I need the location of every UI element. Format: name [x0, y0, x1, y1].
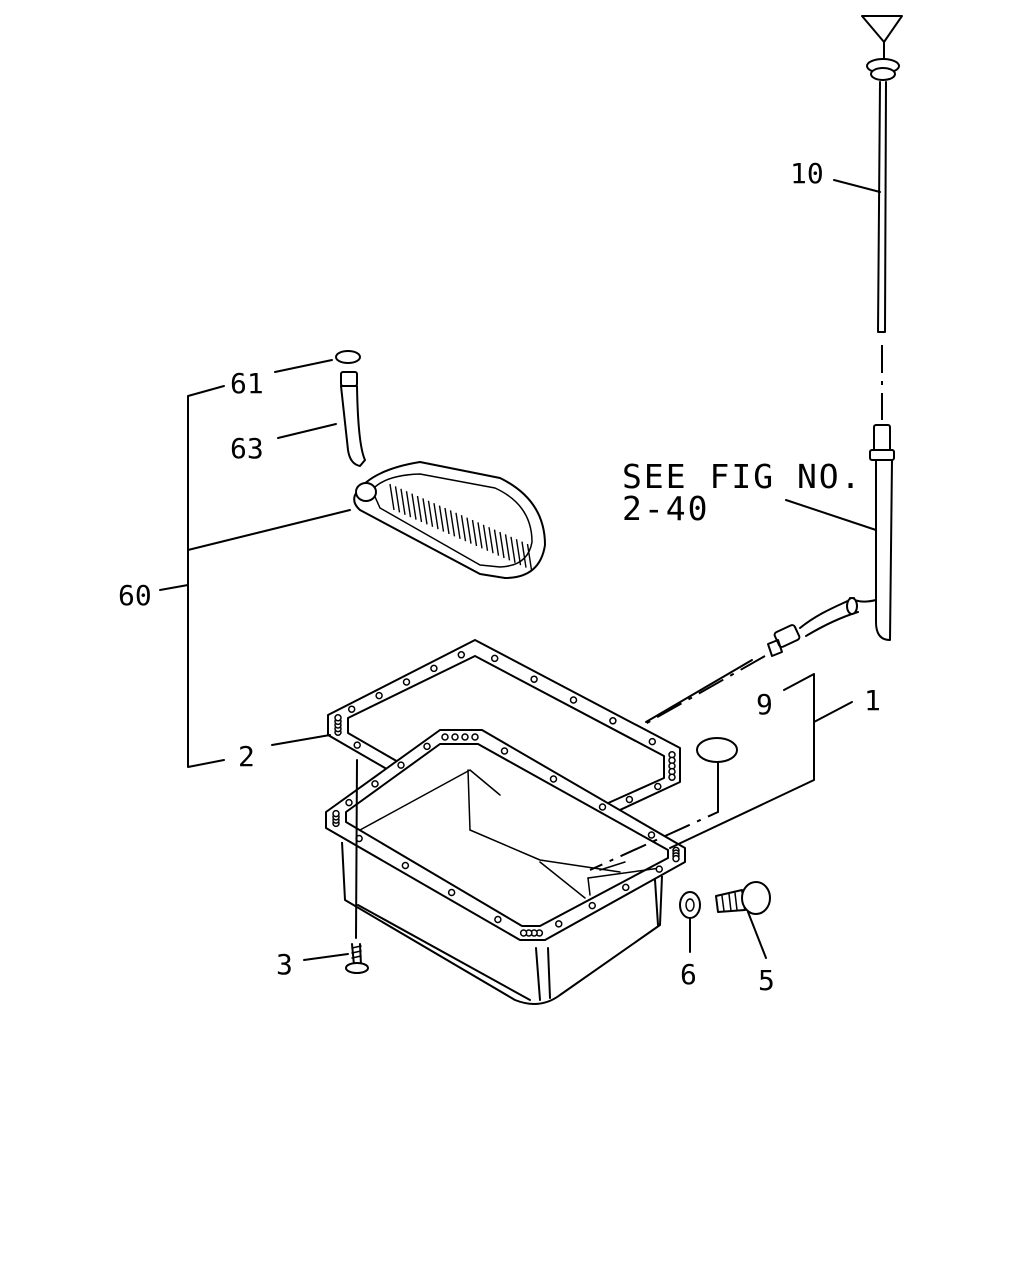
callout-6: 6 [680, 958, 697, 991]
dipstick-part [861, 15, 903, 333]
mesh-line [389, 483, 395, 511]
callout-5: 5 [758, 964, 775, 997]
mesh-line [444, 507, 450, 535]
bolt-hole [441, 733, 449, 741]
bolt-hole [490, 654, 499, 663]
reference-note: SEE FIG NO. 2-40 [622, 457, 863, 528]
bolt-hole [451, 733, 459, 741]
drain-plug-part [715, 881, 771, 915]
bolt-hole [555, 920, 563, 928]
bolt-hole [655, 865, 663, 873]
callout-1: 1 [864, 684, 881, 717]
mesh-line [515, 539, 522, 566]
oil-pan-part [325, 729, 686, 1005]
mesh-line [433, 503, 439, 530]
callout-labels: 10 61 63 60 2 9 1 3 6 5 [118, 157, 881, 997]
bolt-hole [375, 691, 383, 700]
bolt-hole [430, 664, 438, 673]
bolt-hole [598, 803, 607, 811]
leader-lines [159, 179, 881, 961]
bolt-hole [500, 747, 509, 755]
bolt-hole [332, 809, 340, 818]
bolt-hole [423, 742, 431, 751]
mesh-line [482, 524, 489, 551]
mesh-line [394, 486, 401, 513]
mesh-line [427, 500, 434, 527]
bolt-hole [397, 761, 405, 769]
bolt-hole [549, 775, 558, 783]
mesh-line [510, 536, 516, 563]
mesh-line [499, 531, 505, 559]
oil-strainer-part [353, 461, 546, 579]
strainer-pipe-part [340, 371, 366, 467]
mesh-line [477, 522, 483, 549]
callout-60: 60 [118, 579, 152, 612]
oil-pan-bolt-part [345, 759, 369, 974]
drain-hole-plug-part [696, 737, 738, 763]
mesh-line [400, 488, 406, 515]
bolt-hole [402, 678, 411, 686]
strainer-mesh [389, 483, 533, 571]
mesh-line [526, 543, 533, 571]
mesh-line [466, 517, 472, 544]
mesh-line [411, 493, 417, 520]
mesh-line [488, 527, 494, 554]
reference-note-line2: 2-40 [622, 489, 709, 528]
pan-flange-bolt-holes [332, 733, 680, 937]
mesh-line [521, 541, 527, 568]
mesh-line [416, 495, 423, 523]
callout-2: 2 [238, 740, 255, 773]
reference-note-line1: SEE FIG NO. [622, 457, 863, 496]
mesh-line [455, 512, 461, 539]
callout-63: 63 [230, 432, 264, 465]
bolt-hole [609, 717, 617, 725]
bolt-hole [457, 651, 466, 659]
callout-3: 3 [276, 948, 293, 981]
bolt-hole [401, 861, 410, 870]
drain-plug-washer-part [679, 891, 701, 919]
bolt-hole [471, 733, 479, 741]
bolt-hole [625, 795, 634, 804]
callout-9: 9 [756, 688, 773, 721]
mesh-line [449, 510, 456, 537]
bolt-hole [668, 773, 676, 781]
bolt-hole [494, 915, 502, 924]
bolt-hole [461, 733, 469, 741]
bolt-hole [353, 741, 361, 749]
mesh-line [405, 491, 412, 518]
mesh-line [460, 515, 467, 542]
bolt-hole [647, 831, 656, 839]
mesh-line [493, 529, 500, 556]
bolt-hole [447, 888, 456, 897]
callout-61: 61 [230, 367, 264, 400]
bolt-hole [569, 696, 578, 704]
mesh-line [504, 534, 511, 561]
bolt-hole [334, 714, 342, 722]
mesh-line [471, 519, 478, 547]
dipstick-guide-tube [767, 424, 895, 657]
bolt-hole [654, 782, 662, 791]
bolt-hole [371, 780, 379, 788]
bolt-hole [622, 883, 630, 892]
bolt-hole [648, 737, 657, 746]
bolt-hole [347, 705, 356, 713]
bolt-hole [519, 929, 528, 937]
bolt-hole [672, 854, 680, 863]
bolt-hole [588, 901, 596, 910]
bolt-hole [345, 798, 353, 807]
o-ring-part [335, 350, 361, 364]
mesh-line [438, 505, 445, 532]
mesh-line [422, 498, 428, 525]
bolt-hole [530, 675, 538, 683]
callout-10: 10 [790, 157, 824, 190]
